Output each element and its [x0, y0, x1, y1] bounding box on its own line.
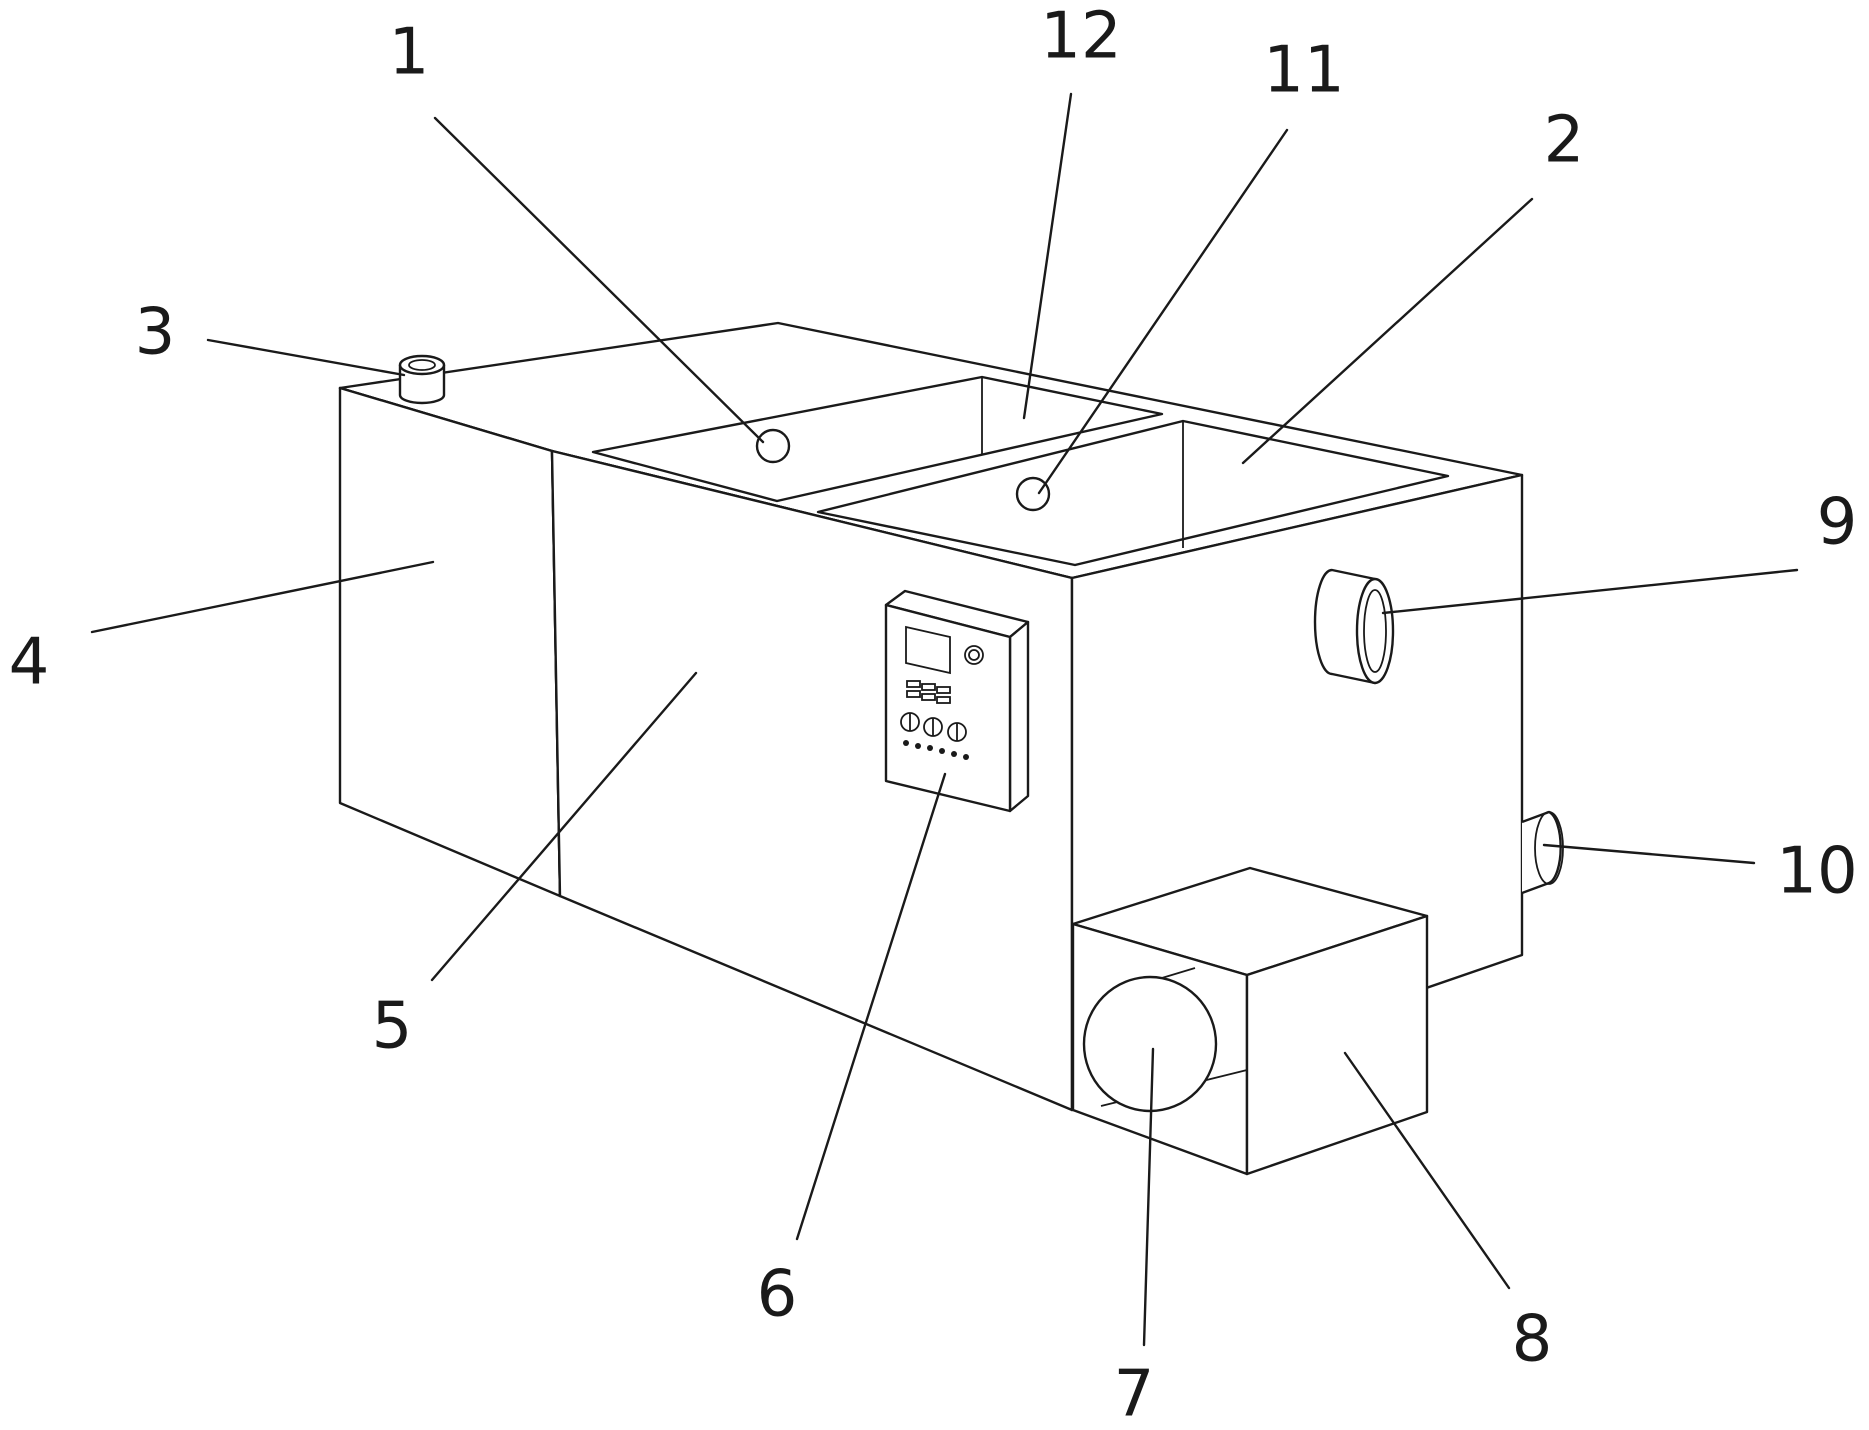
inlet-hole-11 — [1015, 476, 1051, 512]
housing-front-face — [1245, 914, 1429, 1176]
control-keypad — [906, 680, 951, 704]
leader-7 — [1142, 1047, 1155, 1347]
control-box — [884, 589, 1030, 813]
control-display — [905, 625, 951, 675]
control-indicator-lamp — [968, 649, 980, 661]
inlet-hole-1 — [755, 428, 791, 464]
leader-10 — [1542, 843, 1756, 865]
key — [936, 686, 951, 694]
control-box-side — [1008, 620, 1030, 813]
key — [921, 693, 936, 701]
control-indicator-ring — [964, 645, 984, 665]
leader-11 — [1037, 128, 1289, 495]
callout-3: 3 — [135, 296, 176, 370]
callout-2: 2 — [1544, 104, 1585, 178]
side-pipe-9 — [1313, 568, 1395, 685]
key — [906, 690, 921, 698]
left-compartment-rim — [591, 375, 1164, 503]
callout-9: 9 — [1817, 486, 1858, 560]
led — [903, 740, 909, 746]
left-section-face — [338, 386, 562, 898]
callout-8: 8 — [1512, 1303, 1553, 1377]
top-pipe-bore — [408, 359, 436, 371]
callout-labels: 1 2 3 4 5 6 7 8 9 10 11 12 — [9, 0, 1858, 1430]
led — [951, 751, 957, 757]
right-compartment-rim — [816, 419, 1450, 567]
callout-4: 4 — [9, 626, 50, 700]
left-compartment — [591, 375, 1164, 503]
leader-12 — [1022, 92, 1073, 420]
callout-7: 7 — [1114, 1358, 1155, 1430]
led — [927, 745, 933, 751]
control-knobs — [900, 712, 967, 742]
callout-1: 1 — [389, 16, 430, 90]
key — [936, 696, 951, 704]
leader-9 — [1381, 568, 1799, 615]
leader-3 — [206, 338, 406, 377]
left-section — [338, 386, 562, 898]
leader-lines — [90, 92, 1799, 1347]
top-pipe-stub — [398, 354, 446, 405]
leader-8 — [1343, 1051, 1511, 1290]
callout-5: 5 — [372, 990, 413, 1064]
callout-11: 11 — [1263, 34, 1344, 108]
control-leds — [903, 740, 969, 760]
led — [963, 754, 969, 760]
callout-12: 12 — [1040, 0, 1121, 74]
leader-5 — [430, 671, 698, 982]
outlet-pipe-mouth — [1534, 811, 1564, 885]
callout-10: 10 — [1776, 835, 1857, 909]
leader-4 — [90, 560, 435, 634]
right-compartment — [816, 419, 1450, 567]
led — [915, 743, 921, 749]
key — [906, 680, 921, 688]
led — [939, 748, 945, 754]
motor-end-cap — [1082, 975, 1218, 1113]
motor-assembly — [1071, 866, 1429, 1176]
side-pipe-bore — [1363, 589, 1387, 673]
leader-6 — [795, 772, 947, 1241]
side-pipe-mouth — [1355, 577, 1395, 685]
top-pipe-body — [398, 365, 446, 405]
outlet-pipe-10 — [1521, 810, 1564, 895]
key — [921, 683, 936, 691]
top-pipe-mouth — [398, 354, 446, 376]
leader-2 — [1241, 197, 1534, 465]
callout-6: 6 — [757, 1258, 798, 1332]
leader-1 — [433, 116, 765, 444]
